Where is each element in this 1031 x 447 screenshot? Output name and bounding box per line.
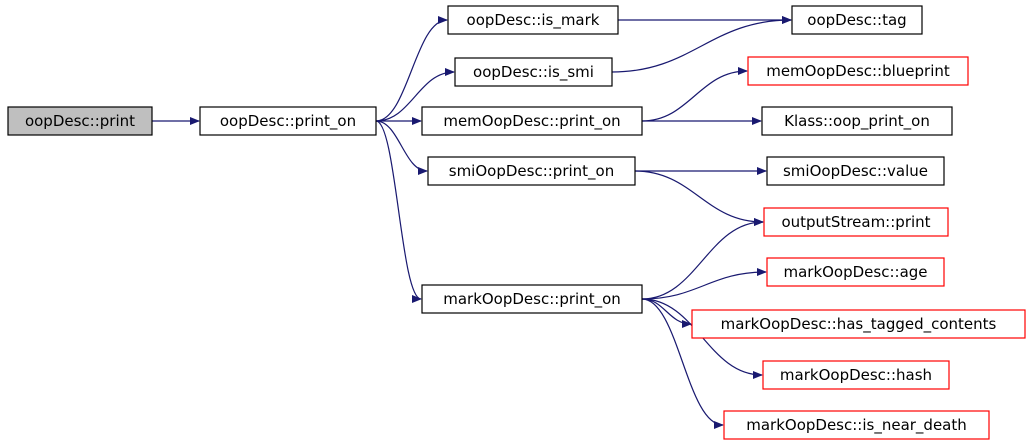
node-markoopdesc-hash[interactable]: markOopDesc::hash: [762, 360, 950, 390]
node-markoopdesc-is-near-death[interactable]: markOopDesc::is_near_death: [723, 410, 990, 440]
node-box-oopdesc-is-smi[interactable]: [454, 57, 613, 87]
node-label-memoopdesc-print-on: memOopDesc::print_on: [443, 112, 620, 131]
node-klass-oop-print-on[interactable]: Klass::oop_print_on: [761, 106, 953, 136]
node-box-smioopdesc-print-on[interactable]: [427, 156, 636, 186]
node-label-oopdesc-is-smi: oopDesc::is_smi: [473, 63, 594, 82]
node-box-oopdesc-print-on[interactable]: [199, 106, 377, 136]
edges-layer: [151, 16, 792, 429]
node-oopdesc-is-mark[interactable]: oopDesc::is_mark: [447, 5, 619, 35]
node-box-markoopdesc-has-tagged-contents[interactable]: [691, 309, 1026, 339]
node-label-oopdesc-tag: oopDesc::tag: [807, 11, 906, 29]
node-label-oopdesc-print: oopDesc::print: [25, 112, 135, 130]
node-box-oopdesc-is-mark[interactable]: [447, 5, 619, 35]
edge-markoopdesc-print-on-to-markoopdesc-is-near-death: [641, 298, 724, 429]
node-box-outputstream-print[interactable]: [763, 207, 949, 237]
node-memoopdesc-blueprint[interactable]: memOopDesc::blueprint: [747, 56, 969, 86]
node-box-markoopdesc-is-near-death[interactable]: [723, 410, 990, 440]
edge-markoopdesc-print-on-to-markoopdesc-has-tagged-contents: [641, 298, 692, 328]
node-oopdesc-tag[interactable]: oopDesc::tag: [791, 5, 923, 35]
node-label-oopdesc-is-mark: oopDesc::is_mark: [467, 11, 600, 30]
node-label-markoopdesc-print-on: markOopDesc::print_on: [443, 290, 621, 309]
node-memoopdesc-print-on[interactable]: memOopDesc::print_on: [421, 106, 643, 136]
edge-memoopdesc-print-on-to-memoopdesc-blueprint: [641, 67, 748, 122]
node-oopdesc-is-smi[interactable]: oopDesc::is_smi: [454, 57, 613, 87]
edge-oopdesc-print-on-to-markoopdesc-print-on: [375, 120, 422, 303]
node-label-klass-oop-print-on: Klass::oop_print_on: [784, 112, 930, 131]
node-oopdesc-print-on[interactable]: oopDesc::print_on: [199, 106, 377, 136]
node-label-memoopdesc-blueprint: memOopDesc::blueprint: [766, 62, 950, 80]
node-box-smioopdesc-value[interactable]: [766, 156, 945, 186]
edge-oopdesc-print-on-to-smioopdesc-print-on: [375, 120, 428, 175]
node-oopdesc-print[interactable]: oopDesc::print: [7, 106, 153, 136]
edge-oopdesc-print-on-to-oopdesc-is-mark: [375, 16, 448, 122]
node-markoopdesc-print-on[interactable]: markOopDesc::print_on: [421, 284, 643, 314]
node-smioopdesc-print-on[interactable]: smiOopDesc::print_on: [427, 156, 636, 186]
node-box-oopdesc-print[interactable]: [7, 106, 153, 136]
node-smioopdesc-value[interactable]: smiOopDesc::value: [766, 156, 945, 186]
node-label-smioopdesc-value: smiOopDesc::value: [783, 162, 928, 180]
edge-markoopdesc-print-on-to-markoopdesc-age: [641, 268, 767, 300]
edge-markoopdesc-print-on-to-outputstream-print: [641, 218, 764, 300]
nodes-layer: oopDesc::print oopDesc::print_on oopDesc::…: [7, 5, 1026, 440]
node-label-smioopdesc-print-on: smiOopDesc::print_on: [449, 162, 614, 181]
node-box-markoopdesc-print-on[interactable]: [421, 284, 643, 314]
node-box-klass-oop-print-on[interactable]: [761, 106, 953, 136]
edge-oopdesc-is-smi-to-oopdesc-tag: [611, 16, 792, 73]
node-box-memoopdesc-print-on[interactable]: [421, 106, 643, 136]
node-label-oopdesc-print-on: oopDesc::print_on: [220, 112, 356, 131]
node-label-markoopdesc-hash: markOopDesc::hash: [780, 366, 932, 384]
node-label-outputstream-print: outputStream::print: [781, 213, 930, 231]
node-label-markoopdesc-has-tagged-contents: markOopDesc::has_tagged_contents: [721, 315, 997, 334]
node-box-memoopdesc-blueprint[interactable]: [747, 56, 969, 86]
edge-oopdesc-print-on-to-oopdesc-is-smi: [375, 68, 455, 122]
node-markoopdesc-has-tagged-contents[interactable]: markOopDesc::has_tagged_contents: [691, 309, 1026, 339]
node-label-markoopdesc-age: markOopDesc::age: [783, 263, 927, 281]
node-box-oopdesc-tag[interactable]: [791, 5, 923, 35]
node-box-markoopdesc-age[interactable]: [766, 257, 945, 287]
node-outputstream-print[interactable]: outputStream::print: [763, 207, 949, 237]
node-box-markoopdesc-hash[interactable]: [762, 360, 950, 390]
edge-smioopdesc-print-on-to-outputstream-print: [634, 170, 764, 226]
node-label-markoopdesc-is-near-death: markOopDesc::is_near_death: [746, 416, 967, 435]
node-markoopdesc-age[interactable]: markOopDesc::age: [766, 257, 945, 287]
